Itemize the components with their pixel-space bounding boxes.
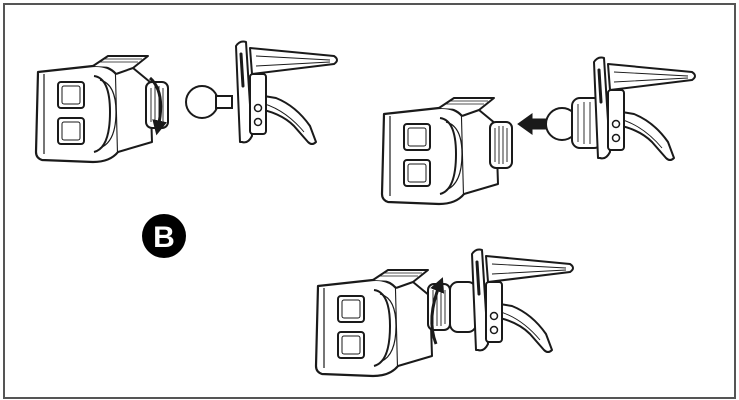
phone-holder-body — [34, 54, 154, 164]
rotate-up-arrow-icon — [430, 277, 445, 345]
step-badge: B — [142, 214, 186, 258]
push-arrow-icon — [517, 113, 547, 135]
panel-unscrew-nut — [34, 40, 339, 164]
ball-joint — [185, 85, 219, 119]
ball-neck — [215, 95, 233, 109]
ball-housing — [449, 281, 477, 333]
collar-nut — [489, 121, 513, 169]
panel-insert-ball — [380, 56, 697, 206]
step-badge-letter: B — [153, 221, 175, 254]
panel-tighten-nut — [314, 248, 575, 378]
vent-clip — [234, 40, 339, 146]
phone-holder-body — [380, 96, 500, 206]
vent-clip — [470, 248, 575, 354]
phone-holder-body — [314, 268, 434, 378]
rotate-down-arrow-icon — [148, 76, 167, 136]
vent-clip — [592, 56, 697, 162]
